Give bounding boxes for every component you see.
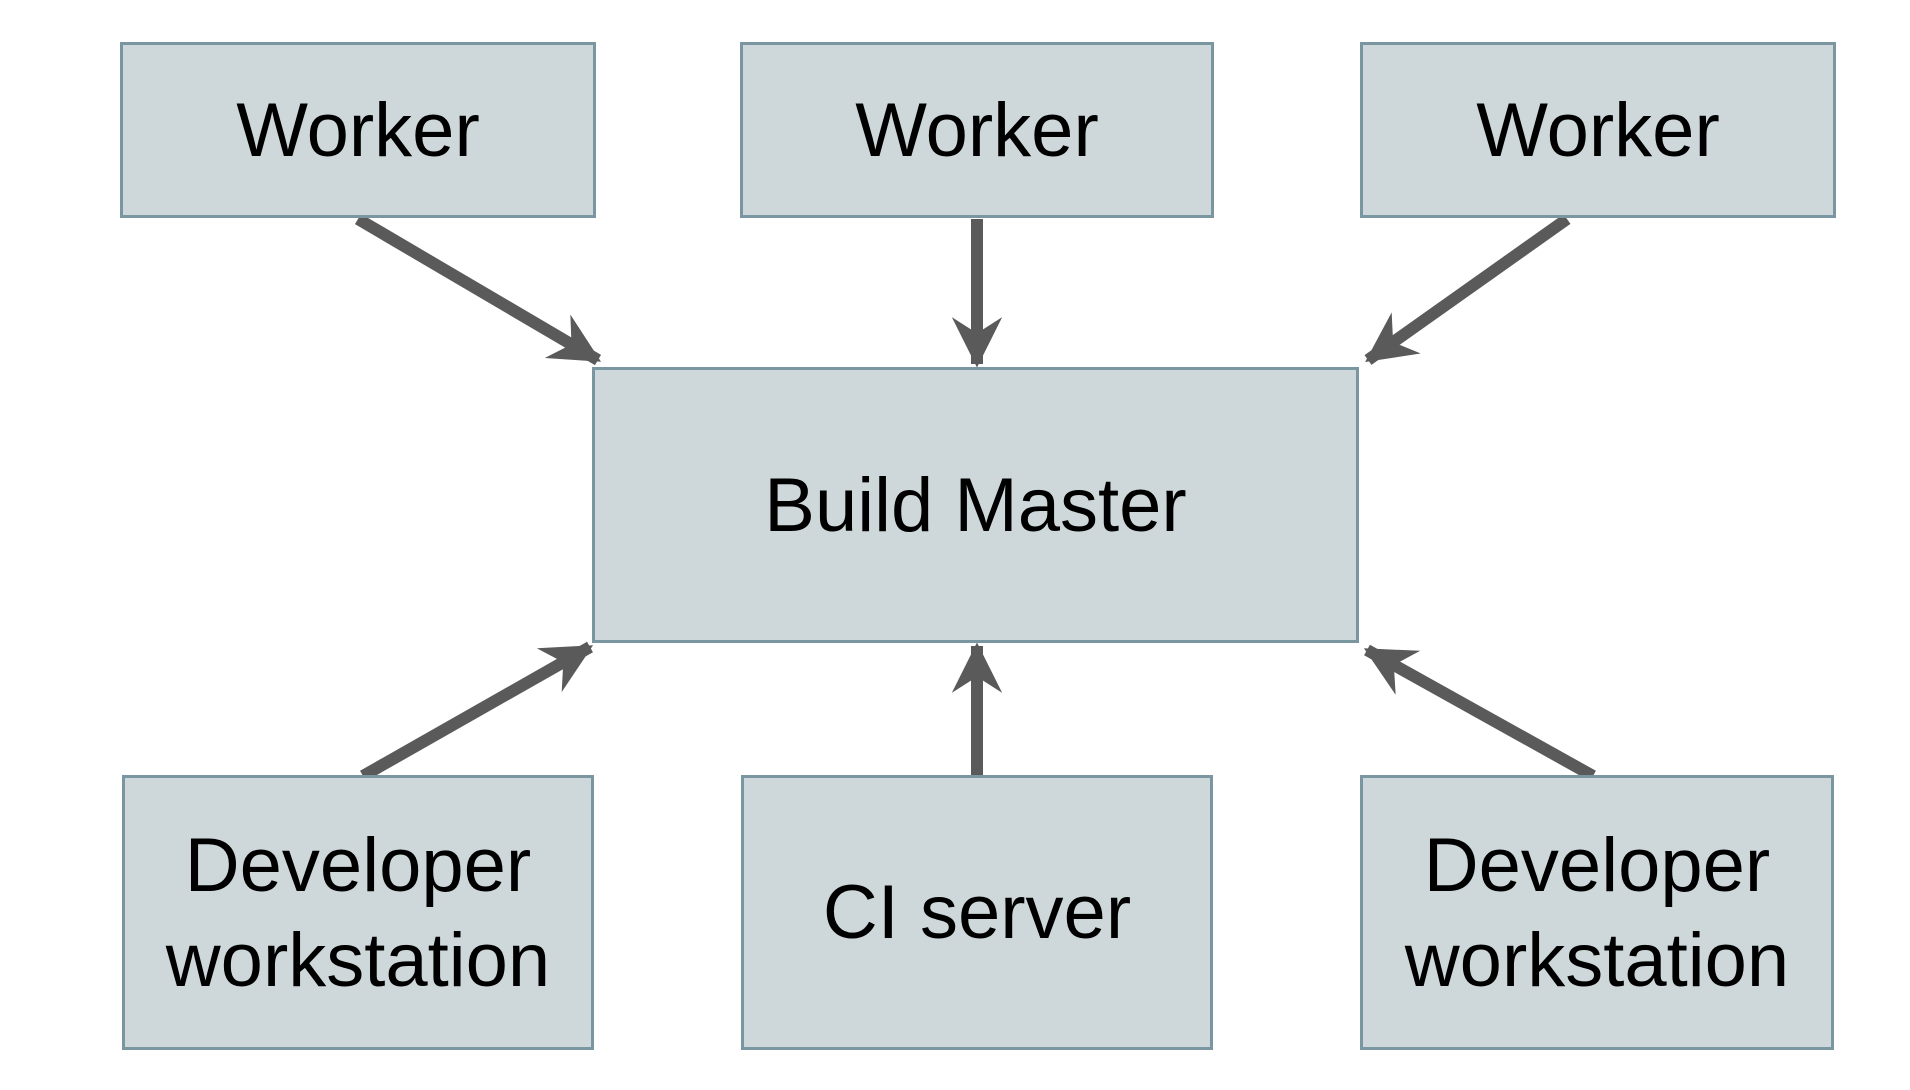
node-developer-workstation-left: Developer workstation	[122, 775, 594, 1050]
arrow-worker-1-to-build-master	[354, 213, 602, 366]
arrow-worker-3-to-build-master	[1364, 214, 1571, 365]
node-build-master-label: Build Master	[764, 462, 1187, 548]
node-worker-1: Worker	[120, 42, 596, 218]
arrow-dev-workstation-right-to-build-master	[1363, 644, 1596, 782]
node-worker-1-label: Worker	[236, 87, 480, 173]
node-developer-workstation-right: Developer workstation	[1360, 775, 1834, 1050]
node-worker-3-label: Worker	[1476, 87, 1720, 173]
node-developer-workstation-right-label: Developer workstation	[1404, 822, 1790, 1003]
node-build-master: Build Master	[592, 367, 1359, 643]
node-ci-server: CI server	[741, 775, 1213, 1050]
node-developer-workstation-left-label: Developer workstation	[165, 822, 551, 1003]
node-ci-server-label: CI server	[822, 870, 1132, 955]
node-worker-3: Worker	[1360, 42, 1836, 218]
node-worker-2-label: Worker	[855, 87, 1099, 173]
node-worker-2: Worker	[740, 42, 1214, 218]
arrow-dev-workstation-left-to-build-master	[360, 641, 594, 782]
